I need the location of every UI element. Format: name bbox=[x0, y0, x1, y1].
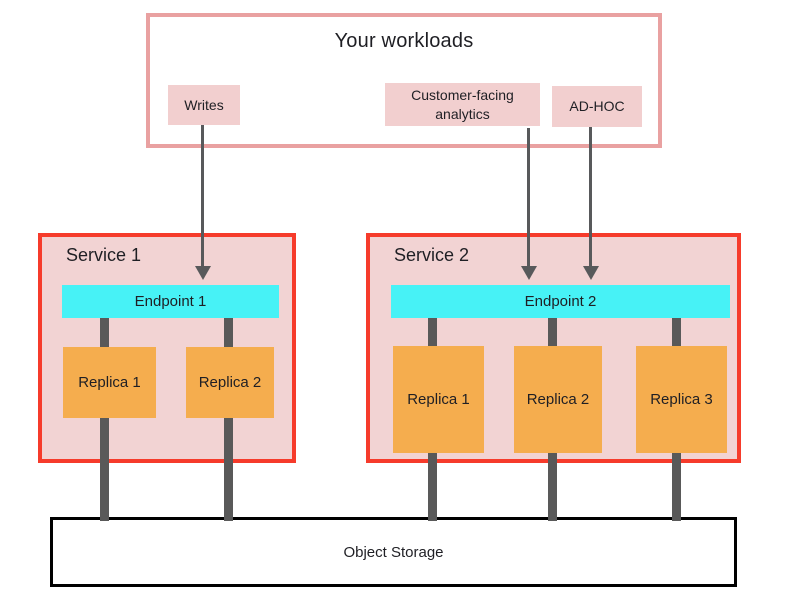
object-storage-label: Object Storage bbox=[343, 543, 444, 561]
arrow-writes-to-endpoint1-head bbox=[195, 266, 211, 280]
service1-replica2: Replica 2 bbox=[186, 347, 274, 418]
workload-writes: Writes bbox=[168, 85, 240, 125]
workload-ad-hoc: AD-HOC bbox=[552, 86, 642, 127]
service2-replica1: Replica 1 bbox=[393, 346, 484, 453]
arrow-analytics-to-endpoint2-line bbox=[527, 128, 530, 267]
arrow-analytics-to-endpoint2-head bbox=[521, 266, 537, 280]
service2-replica3: Replica 3 bbox=[636, 346, 727, 453]
service2-title: Service 2 bbox=[394, 245, 470, 265]
arrow-adhoc-to-endpoint2-head bbox=[583, 266, 599, 280]
workload-customer-facing-analytics: Customer-facing analytics bbox=[385, 83, 540, 126]
service1-title: Service 1 bbox=[66, 245, 142, 265]
arrow-adhoc-to-endpoint2-line bbox=[589, 127, 592, 267]
service2-box: Service 2 Endpoint 2 Replica 1 Replica 2… bbox=[366, 233, 741, 463]
service1-replica1: Replica 1 bbox=[63, 347, 156, 418]
object-storage-box: Object Storage bbox=[50, 517, 737, 587]
workloads-title: Your workloads bbox=[334, 30, 474, 52]
service2-replica2: Replica 2 bbox=[514, 346, 602, 453]
arrow-writes-to-endpoint1-line bbox=[201, 125, 204, 267]
service1-box: Service 1 Endpoint 1 Replica 1 Replica 2 bbox=[38, 233, 296, 463]
service2-endpoint: Endpoint 2 bbox=[391, 285, 730, 318]
service1-endpoint: Endpoint 1 bbox=[62, 285, 279, 318]
